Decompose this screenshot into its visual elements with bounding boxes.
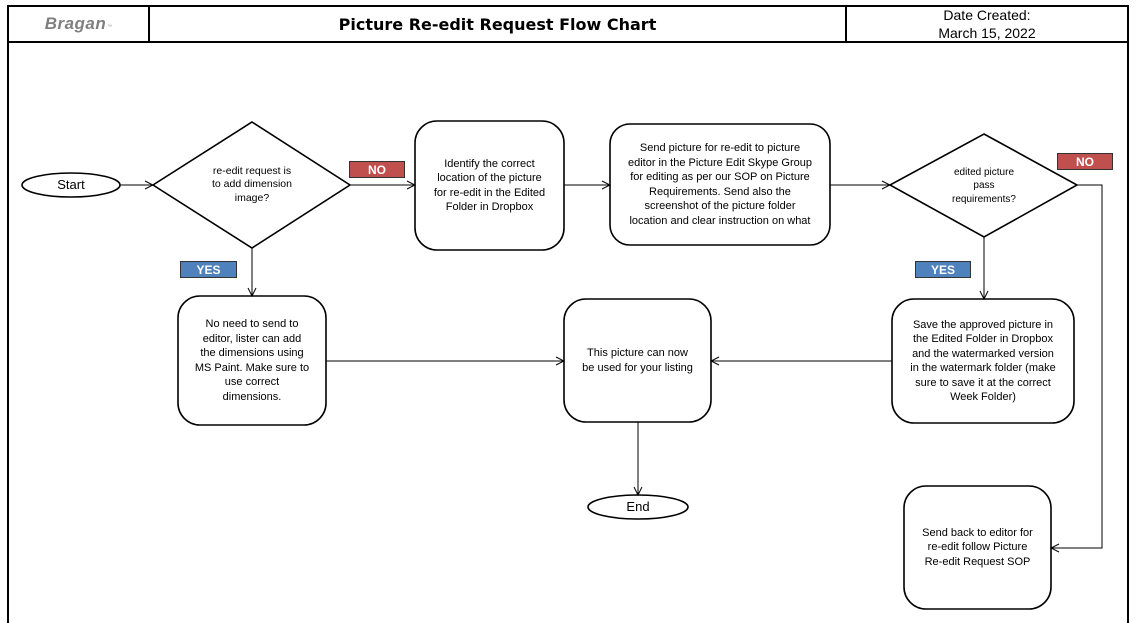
save-approved-label: Save the approved picture in the Edited …	[910, 318, 1056, 404]
no-tag-dimension: NO	[349, 161, 405, 178]
brand-logo: Bragan	[44, 14, 107, 33]
yes-tag-dimension: YES	[180, 261, 237, 278]
header-bar: Bragan ™ Picture Re-edit Request Flow Ch…	[7, 5, 1129, 43]
trademark-mark: ™	[107, 24, 113, 30]
no-tag-pass: NO	[1057, 153, 1113, 170]
date-value: March 15, 2022	[938, 25, 1036, 41]
title-cell: Picture Re-edit Request Flow Chart	[150, 7, 847, 41]
decision-dimension-label: re-edit request is to add dimension imag…	[212, 164, 292, 204]
diagram-frame	[7, 43, 1129, 623]
identify-location-label: Identify the correct location of the pic…	[433, 157, 546, 214]
page-title: Picture Re-edit Request Flow Chart	[338, 14, 657, 34]
no-need-label: No need to send to editor, lister can ad…	[194, 318, 310, 403]
yes-tag-pass: YES	[915, 261, 971, 278]
date-cell: Date Created: March 15, 2022	[847, 7, 1127, 41]
end-label: End	[626, 498, 650, 514]
can-be-used-label: This picture can now be used for your li…	[582, 347, 693, 374]
connector-pass-sendback	[1051, 184, 1103, 548]
logo-cell: Bragan ™	[9, 7, 150, 41]
start-label: Start	[57, 176, 85, 192]
date-label: Date Created:	[943, 7, 1031, 23]
decision-pass-label: edited picture pass requirements?	[952, 166, 1016, 205]
send-back-label: Send back to editor for re-edit follow P…	[922, 526, 1033, 568]
send-to-editor-label: Send picture for re-edit to picture edit…	[627, 142, 813, 227]
